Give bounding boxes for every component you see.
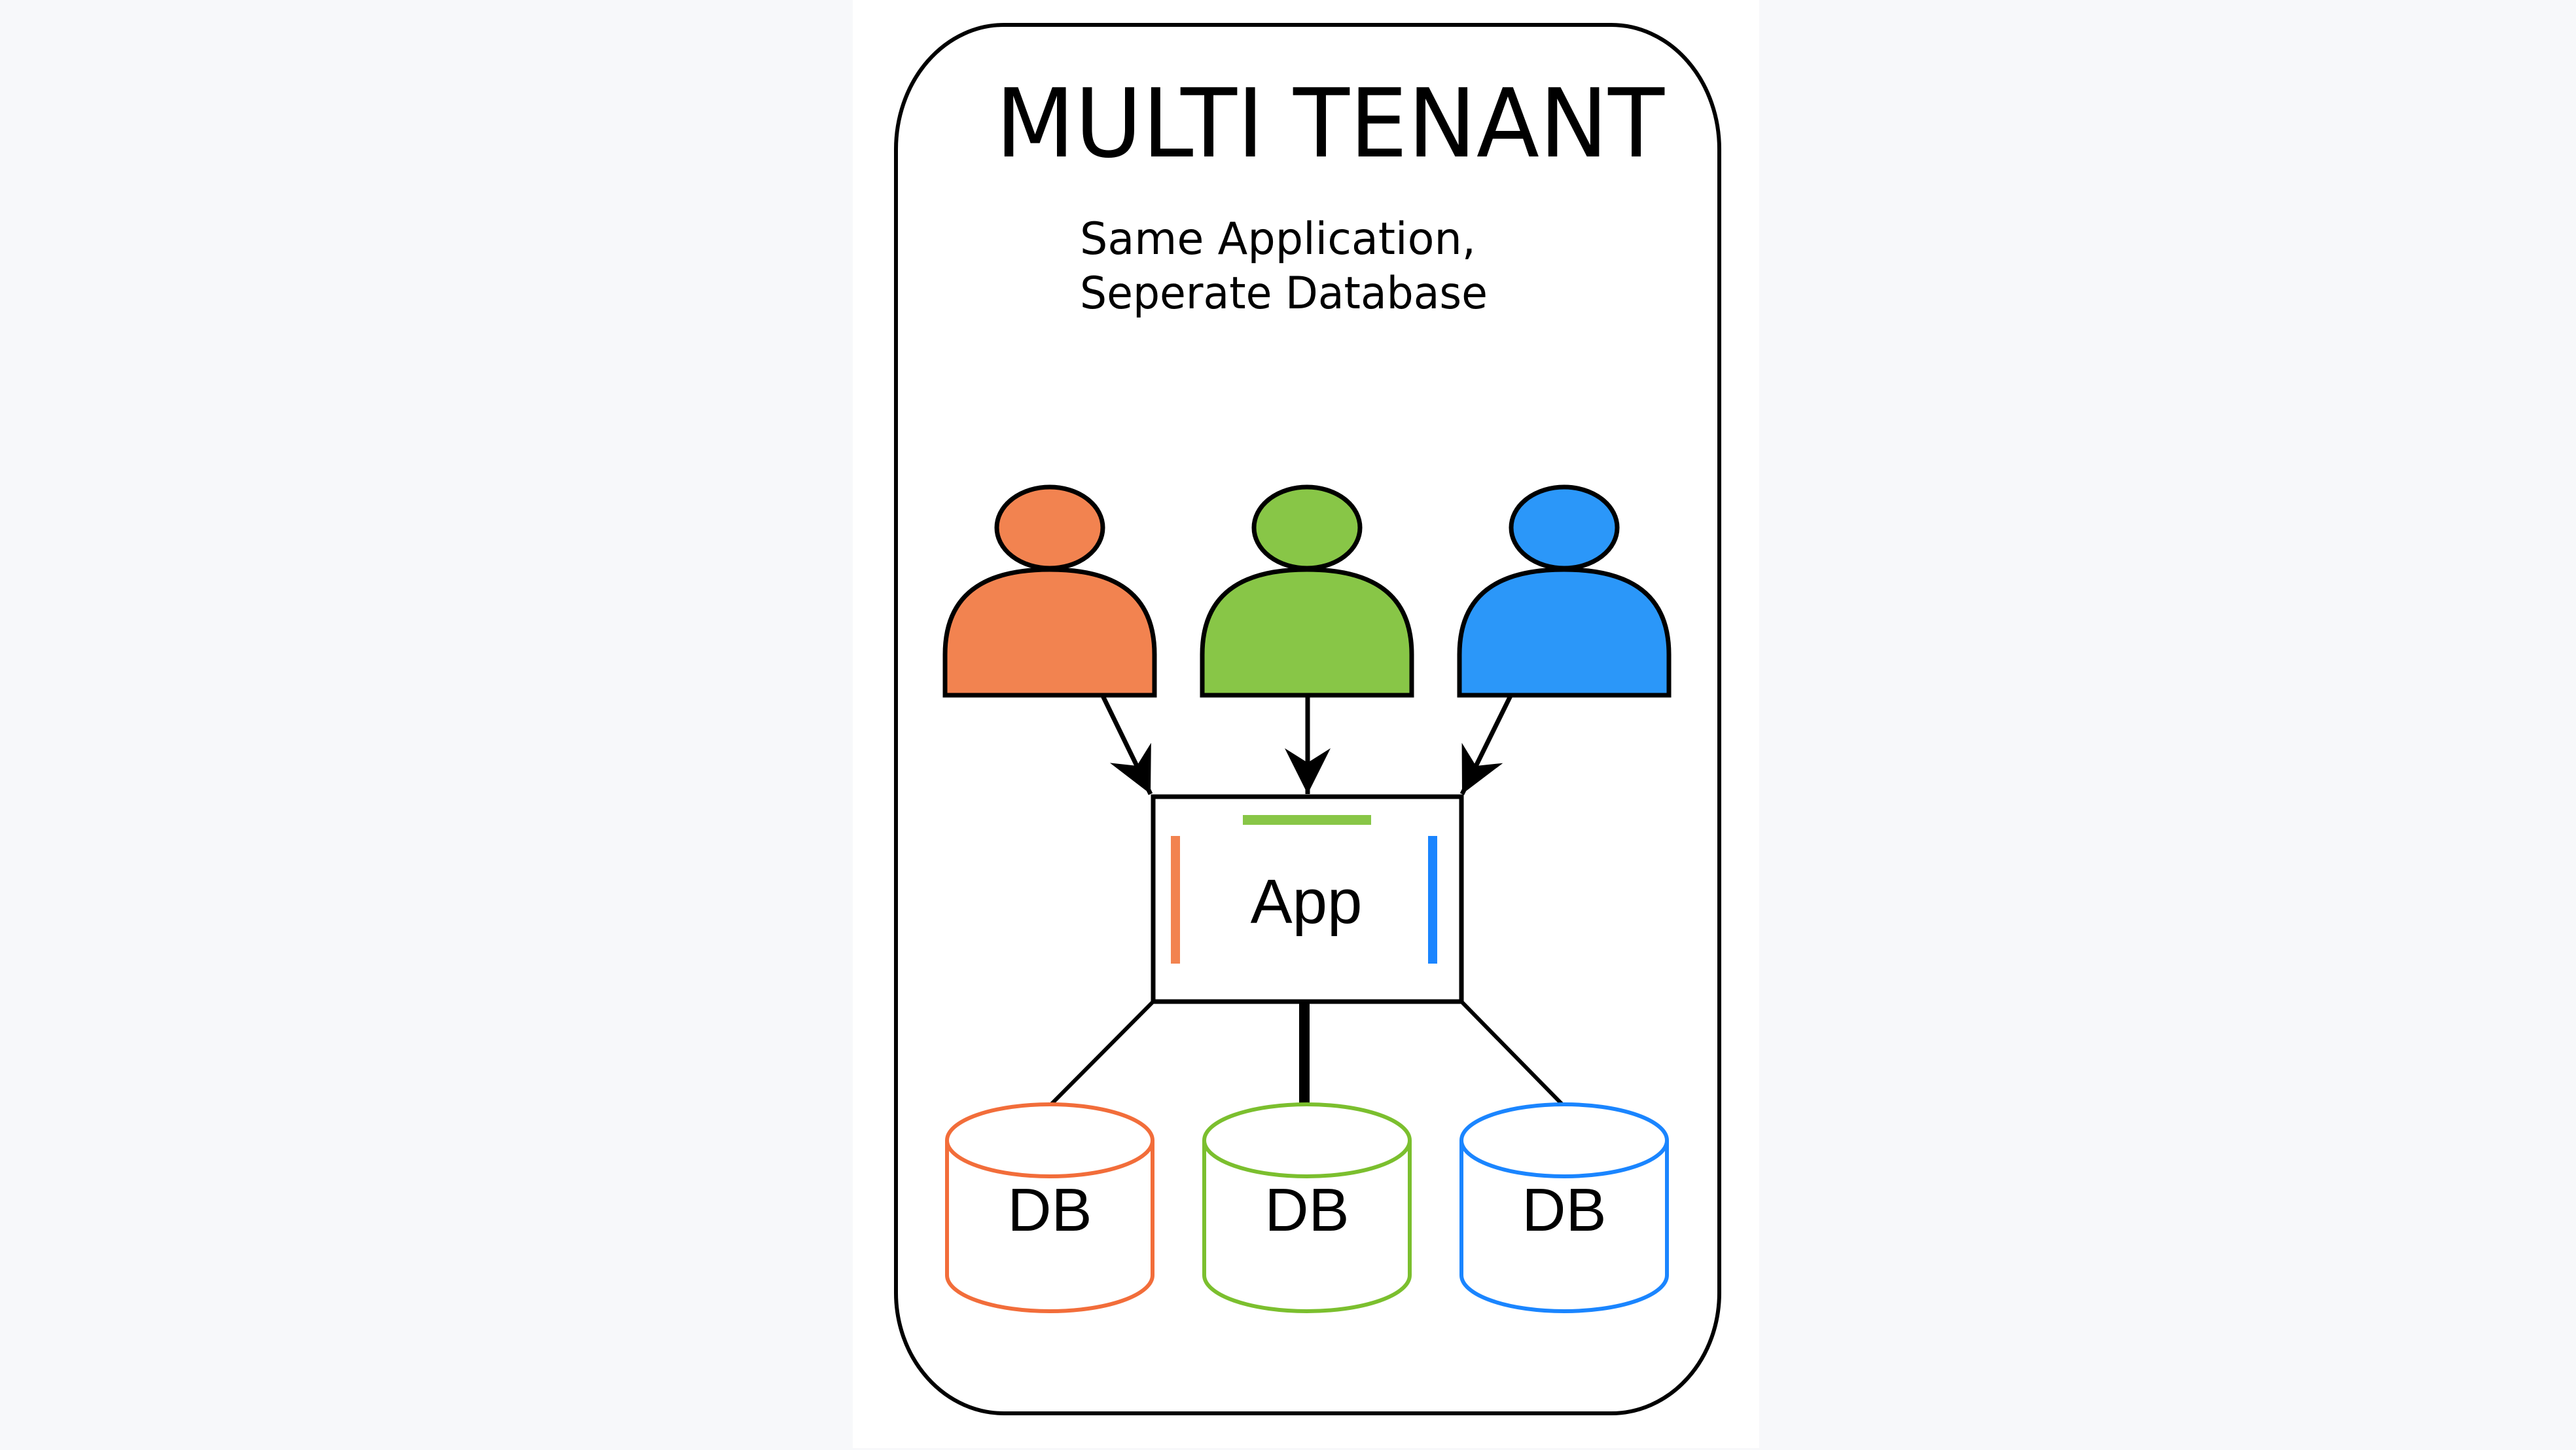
database-label: DB: [1007, 1176, 1092, 1244]
database-body: [945, 1140, 1154, 1313]
database-top: [1202, 1102, 1412, 1178]
database-body: [1459, 1140, 1669, 1313]
user-icon: [942, 484, 1157, 698]
diagram-title: MULTI TENANT: [995, 69, 1664, 179]
app-tenant-bar-blue: [1428, 836, 1437, 964]
database-top: [1459, 1102, 1669, 1178]
database-top: [945, 1102, 1154, 1178]
user-icon: [1457, 484, 1672, 698]
app-to-db-connectors: [1048, 1000, 1565, 1107]
app-box: App: [1151, 794, 1464, 1004]
database-icon: DB: [1202, 1102, 1412, 1313]
outer-frame: [894, 23, 1721, 1415]
connector: [1048, 1000, 1155, 1107]
subtitle-line-1: Same Application,: [1080, 213, 1476, 265]
user-body: [1200, 567, 1414, 698]
tenant-users: [942, 484, 1672, 698]
database-icon: DB: [945, 1102, 1154, 1313]
subtitle-line-2: Seperate Database: [1080, 268, 1488, 319]
user-head: [1509, 484, 1620, 571]
user-head: [994, 484, 1105, 571]
arrow: [1459, 695, 1513, 795]
user-to-app-arrows: [1100, 695, 1513, 795]
app-tenant-bar-orange: [1171, 836, 1180, 964]
user-head: [1251, 484, 1363, 571]
database-body: [1202, 1140, 1412, 1313]
arrow: [1100, 695, 1153, 795]
app-box-frame: [1151, 794, 1464, 1004]
connector: [1459, 1000, 1565, 1107]
database-label: DB: [1264, 1176, 1349, 1244]
user-body: [942, 567, 1157, 698]
tenant-databases: DB DB DB: [945, 1102, 1669, 1313]
user-icon: [1200, 484, 1414, 698]
database-icon: DB: [1459, 1102, 1669, 1313]
app-label: App: [1251, 867, 1363, 937]
app-tenant-bar-green: [1243, 815, 1371, 825]
database-label: DB: [1522, 1176, 1606, 1244]
user-body: [1457, 567, 1672, 698]
